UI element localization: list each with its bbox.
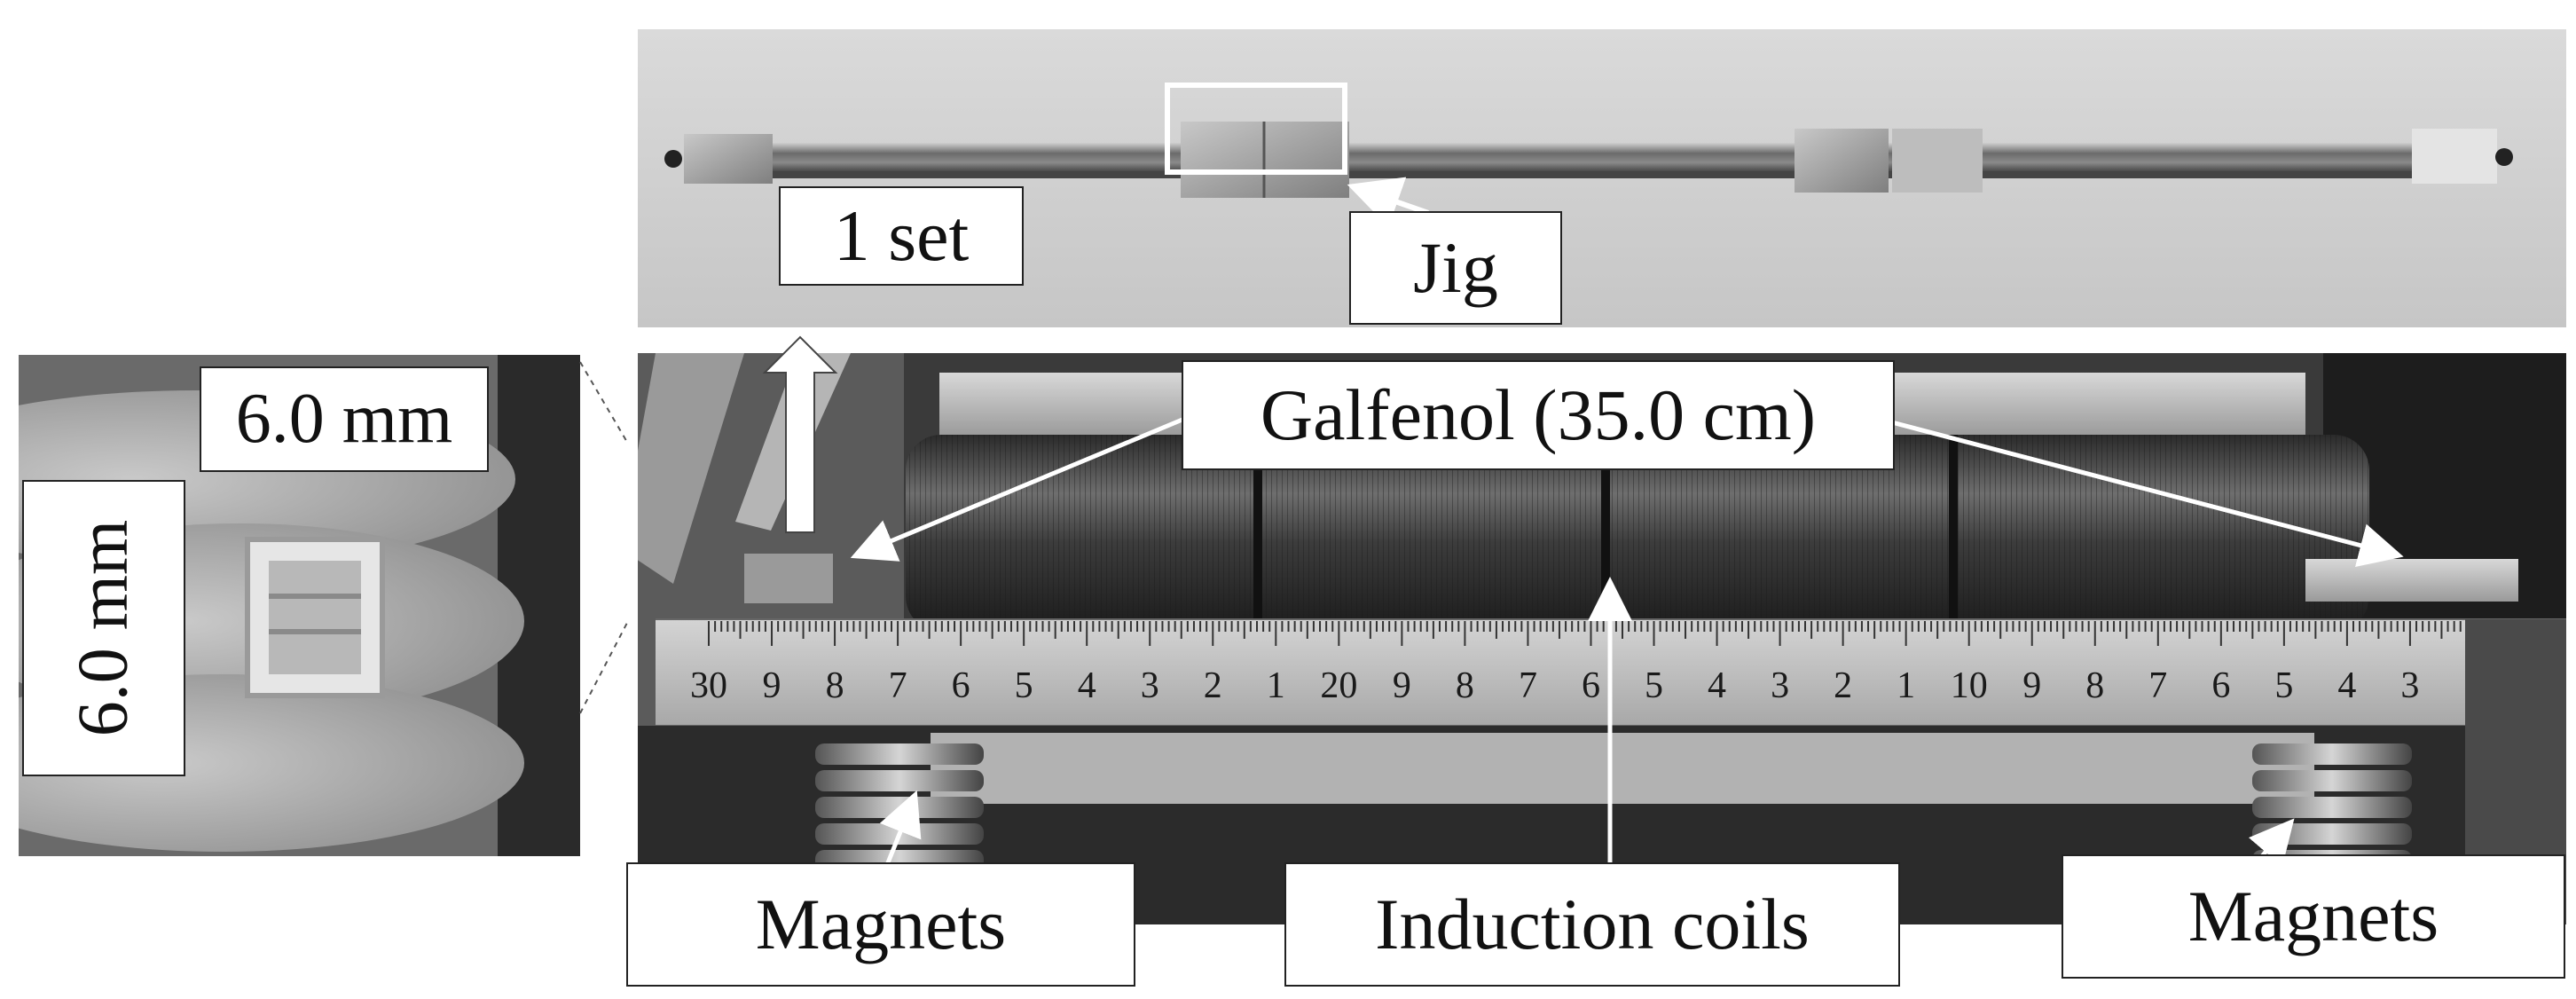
- ruler-number: 9: [2022, 665, 2041, 706]
- ruler-number: 4: [1708, 665, 1726, 706]
- magnets-right-label: Magnets: [2062, 854, 2565, 979]
- ruler-number: 7: [1519, 665, 1537, 706]
- ruler-number: 6: [1582, 665, 1600, 706]
- induction-coils-label: Induction coils: [1284, 862, 1900, 987]
- ruler-number: 1: [1267, 665, 1285, 706]
- ruler-number: 4: [1078, 665, 1096, 706]
- magnets-left-label: Magnets: [626, 862, 1135, 987]
- ruler-number: 3: [1771, 665, 1789, 706]
- ruler-number: 8: [826, 665, 844, 706]
- zoom-line-top: [579, 361, 629, 444]
- galfenol-label: Galfenol (35.0 cm): [1182, 360, 1895, 470]
- ruler-number: 9: [763, 665, 781, 706]
- ruler-number: 6: [2211, 665, 2230, 706]
- ruler-number: 2: [1204, 665, 1222, 706]
- ruler-number: 3: [2400, 665, 2419, 706]
- ruler-number: 5: [2274, 665, 2293, 706]
- ruler-number: 4: [2337, 665, 2356, 706]
- ruler-number: 1: [1897, 665, 1915, 706]
- ruler-number: 8: [1456, 665, 1474, 706]
- ruler-number: 8: [2085, 665, 2104, 706]
- height-mm-label: 6.0 mm: [22, 480, 185, 776]
- ruler-number: 7: [889, 665, 907, 706]
- ruler-number: 10: [1951, 665, 1988, 706]
- ruler-number: 9: [1393, 665, 1411, 706]
- one-set-label: 1 set: [779, 186, 1024, 286]
- ruler-number: 6: [952, 665, 970, 706]
- ruler-number: 5: [1015, 665, 1033, 706]
- ruler-number: 20: [1320, 665, 1357, 706]
- ruler-number: 7: [2148, 665, 2167, 706]
- zoom-line-bottom: [579, 620, 629, 714]
- ruler-number: 30: [690, 665, 727, 706]
- height-mm-text: 6.0 mm: [64, 519, 143, 737]
- jig-label: Jig: [1349, 211, 1562, 325]
- ruler-number: 2: [1834, 665, 1852, 706]
- ruler-number: 5: [1645, 665, 1663, 706]
- ruler-number: 3: [1141, 665, 1159, 706]
- width-mm-label: 6.0 mm: [200, 366, 489, 472]
